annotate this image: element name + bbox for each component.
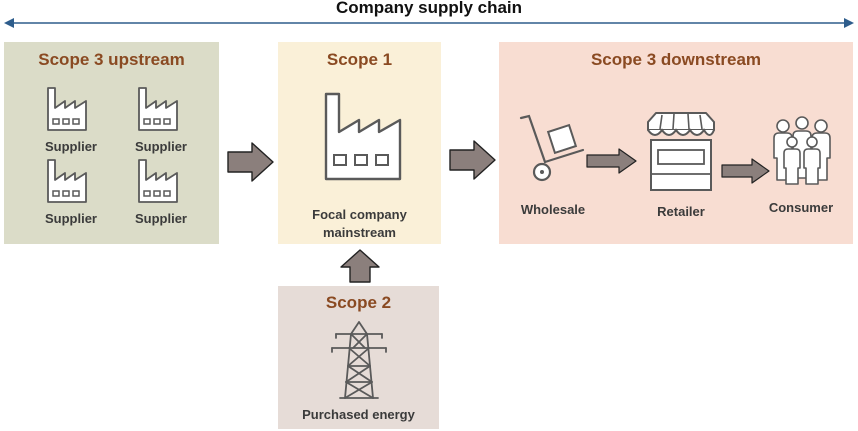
factory-icon [47,87,87,131]
scope1-label-line2: mainstream [323,225,396,240]
supply-chain-axis [4,18,854,28]
scope3-downstream-title: Scope 3 downstream [590,50,762,69]
scope2-title: Scope 2 [325,293,392,312]
factory-icon [47,159,87,203]
factory-icon [138,159,178,203]
scope3-downstream-box: Scope 3 downstream [499,42,853,244]
factory-icon [138,87,178,131]
retailer-label: Retailer [657,204,705,219]
consumer-label: Consumer [768,200,834,215]
power-pylon-icon [331,321,387,399]
scope1-box: Scope 1 Focal company mainstream [278,42,441,244]
diagram-title: Company supply chain [335,0,523,17]
people-group-icon [773,116,831,185]
flow-arrow-icon [586,148,637,174]
wholesale-label: Wholesale [520,202,586,217]
scope3-upstream-title: Scope 3 upstream [38,50,185,69]
store-icon [647,112,715,191]
supplier-label: Supplier [134,211,187,226]
scope3-upstream-box: Scope 3 upstream Supplier Supplier Suppl… [4,42,219,244]
supplier-label: Supplier [134,139,187,154]
purchased-energy-label: Purchased energy [302,407,415,422]
flow-arrow-up-icon [340,249,380,283]
supplier-label: Supplier [44,211,97,226]
supplier-label: Supplier [44,139,97,154]
flow-arrow-icon [227,142,274,182]
scope2-box: Scope 2 Purchased energy [278,286,439,429]
flow-arrow-icon [721,158,770,184]
scope1-label-line1: Focal company [312,207,407,222]
scope1-title: Scope 1 [326,50,393,69]
flow-arrow-icon [449,140,496,180]
factory-icon [324,92,402,181]
hand-truck-icon [519,114,585,182]
